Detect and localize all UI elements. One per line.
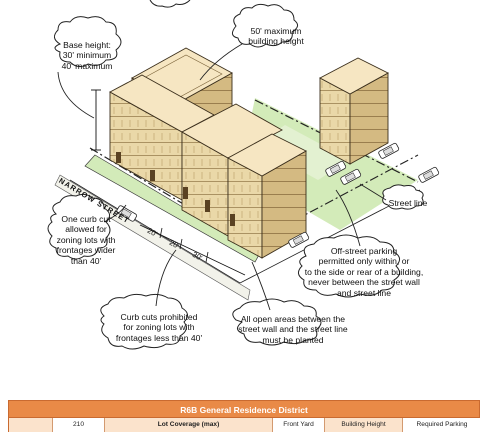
- text-line: All open areas between the: [240, 314, 346, 324]
- car: [378, 142, 400, 159]
- curb-prohibited-text: Curb cuts prohibited for zoning lots wit…: [100, 312, 218, 343]
- table-cell: Front Yard: [273, 418, 325, 432]
- street-wall-dashed: [249, 154, 419, 245]
- table-cell: Lot Coverage (max): [105, 418, 273, 432]
- callout-cloud-street-line: [382, 184, 424, 210]
- curb-line: [69, 179, 241, 284]
- isometric-diagram: [47, 0, 440, 350]
- car: [288, 231, 310, 248]
- callout-cloud-open-areas: [232, 298, 322, 346]
- callout-pointer: [199, 43, 243, 81]
- callout-cloud-base-height: [54, 16, 122, 68]
- text-line: Curb cuts prohibited: [120, 312, 198, 322]
- text-line: allowed for: [65, 224, 107, 235]
- table-cell: [9, 418, 53, 432]
- text-line: street wall and the street line: [238, 324, 348, 335]
- garage-door: [183, 187, 188, 199]
- text-line: 50' maximum: [250, 26, 302, 36]
- garage-door: [116, 152, 121, 163]
- right-block-roof: [227, 133, 307, 177]
- base-height-text: Base height: 30' minimum 40' maximum: [54, 40, 120, 71]
- text-line: Street line: [388, 198, 428, 208]
- frontage-dimension-line: [139, 224, 246, 276]
- zoning-table: R6B General Residence District 210 Lot C…: [8, 400, 480, 432]
- text-line: One curb cut: [61, 214, 111, 224]
- text-line: than 40': [70, 255, 102, 266]
- text-line: 40' maximum: [61, 60, 113, 71]
- text-line: Base height:: [63, 40, 111, 50]
- max-height-text: 50' maximum building height: [236, 26, 316, 47]
- text-line: frontages less than 40': [115, 332, 203, 343]
- middle-block-roof: [181, 103, 283, 159]
- text-line: frontages wider: [56, 245, 116, 256]
- text-line: zoning lots with: [56, 234, 116, 245]
- open-areas-text: All open areas between the street wall a…: [232, 314, 354, 345]
- table-title: R6B General Residence District: [8, 400, 480, 418]
- text-line: never between the street wall: [308, 277, 420, 288]
- callout-pointer: [359, 183, 387, 201]
- callout-cloud-top: [149, 0, 191, 8]
- text-line: 30' minimum: [62, 50, 112, 61]
- garage-door: [205, 200, 210, 212]
- garage-door: [150, 170, 155, 181]
- garage-door: [230, 214, 235, 226]
- callout-pointer: [57, 71, 95, 119]
- callout-cloud-max-height: [232, 3, 298, 48]
- text-line: must be planted: [262, 334, 324, 345]
- one-curb-cut-text: One curb cut allowed for zoning lots wit…: [54, 214, 118, 266]
- callout-cloud-curb-prohibited: [100, 293, 188, 350]
- table-cell: Building Height: [325, 418, 403, 432]
- car: [418, 166, 440, 183]
- text-line: permitted only within, or: [318, 256, 410, 267]
- text-line: to the side or rear of a building,: [304, 266, 424, 277]
- callout-cloud-one-curb-cut: [47, 193, 111, 260]
- car: [325, 160, 347, 177]
- callout-pointer: [103, 204, 127, 223]
- callout-pointer: [335, 189, 361, 247]
- callout-cloud-parking: [298, 234, 400, 298]
- text-line: Off-street parking: [330, 246, 398, 256]
- table-cell: 210: [53, 418, 105, 432]
- car: [340, 168, 362, 185]
- callout-pointer: [155, 249, 177, 307]
- far-building-roof: [319, 57, 389, 95]
- table-header-row: 210 Lot Coverage (max) Front Yard Buildi…: [8, 418, 480, 432]
- street-line-text: Street line: [384, 198, 432, 208]
- text-line: for zoning lots with: [123, 322, 195, 333]
- table-cell: Required Parking: [403, 418, 480, 432]
- callout-pointer: [251, 261, 271, 311]
- text-line: and street line: [337, 287, 391, 298]
- text-line: building height: [248, 36, 304, 47]
- off-street-parking-text: Off-street parking permitted only within…: [304, 246, 424, 298]
